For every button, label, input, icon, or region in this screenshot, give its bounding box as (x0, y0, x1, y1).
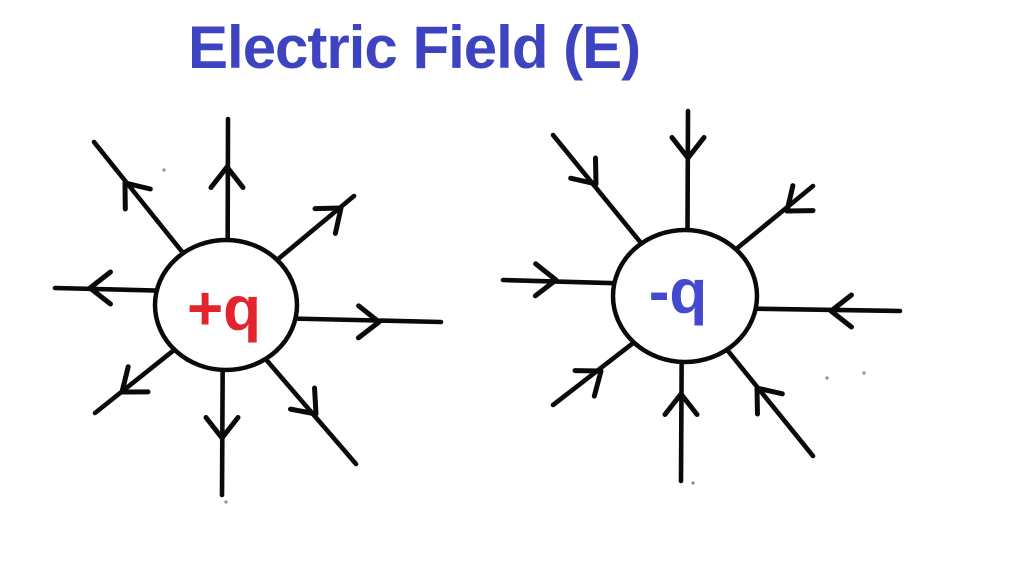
arrowhead-icon (208, 164, 246, 190)
negative-charge-group: -q (500, 108, 903, 484)
arrowhead-icon (355, 303, 382, 341)
field-line-left (52, 285, 168, 294)
arrowhead-icon (568, 155, 599, 187)
arrowhead-icon (87, 269, 113, 307)
arrowhead-icon (669, 135, 707, 161)
field-line-down (219, 356, 226, 498)
negative-charge-label: -q (649, 258, 708, 327)
ink-speck (825, 376, 829, 380)
field-line-lower-left (92, 343, 182, 416)
arrowhead-icon (662, 391, 700, 417)
ink-speck (862, 371, 866, 375)
positive-charge-label: +q (187, 275, 261, 344)
ink-speck (224, 500, 228, 504)
field-line-right (282, 316, 444, 325)
field-line-from-upper-right (728, 183, 816, 256)
arrowhead-icon (119, 364, 151, 395)
arrowhead-icon (287, 385, 319, 417)
arrowhead-icon (532, 261, 559, 299)
field-line-from-lower-right (717, 338, 816, 459)
arrowhead-icon (203, 415, 241, 441)
field-line-from-upper-left (550, 132, 650, 254)
arrowhead-icon (754, 385, 785, 417)
arrowhead-icon (312, 205, 344, 236)
field-line-from-left (500, 277, 627, 286)
arrowhead-icon (572, 368, 604, 399)
arrowhead-icon (122, 180, 153, 212)
ink-speck (162, 168, 166, 172)
field-line-from-right (742, 306, 903, 314)
positive-charge-group: +q (52, 116, 444, 498)
arrowhead-icon (784, 183, 816, 214)
field-line-lower-right (254, 346, 359, 467)
page-title: Electric Field (E) (188, 14, 641, 81)
positive-charge-circle (152, 237, 300, 373)
field-line-from-top (685, 108, 691, 246)
arrowhead-icon (828, 292, 854, 330)
field-line-upper-left (91, 139, 192, 264)
ink-speck (691, 481, 695, 485)
negative-charge-circle (610, 227, 760, 365)
field-line-from-bottom (678, 348, 685, 484)
